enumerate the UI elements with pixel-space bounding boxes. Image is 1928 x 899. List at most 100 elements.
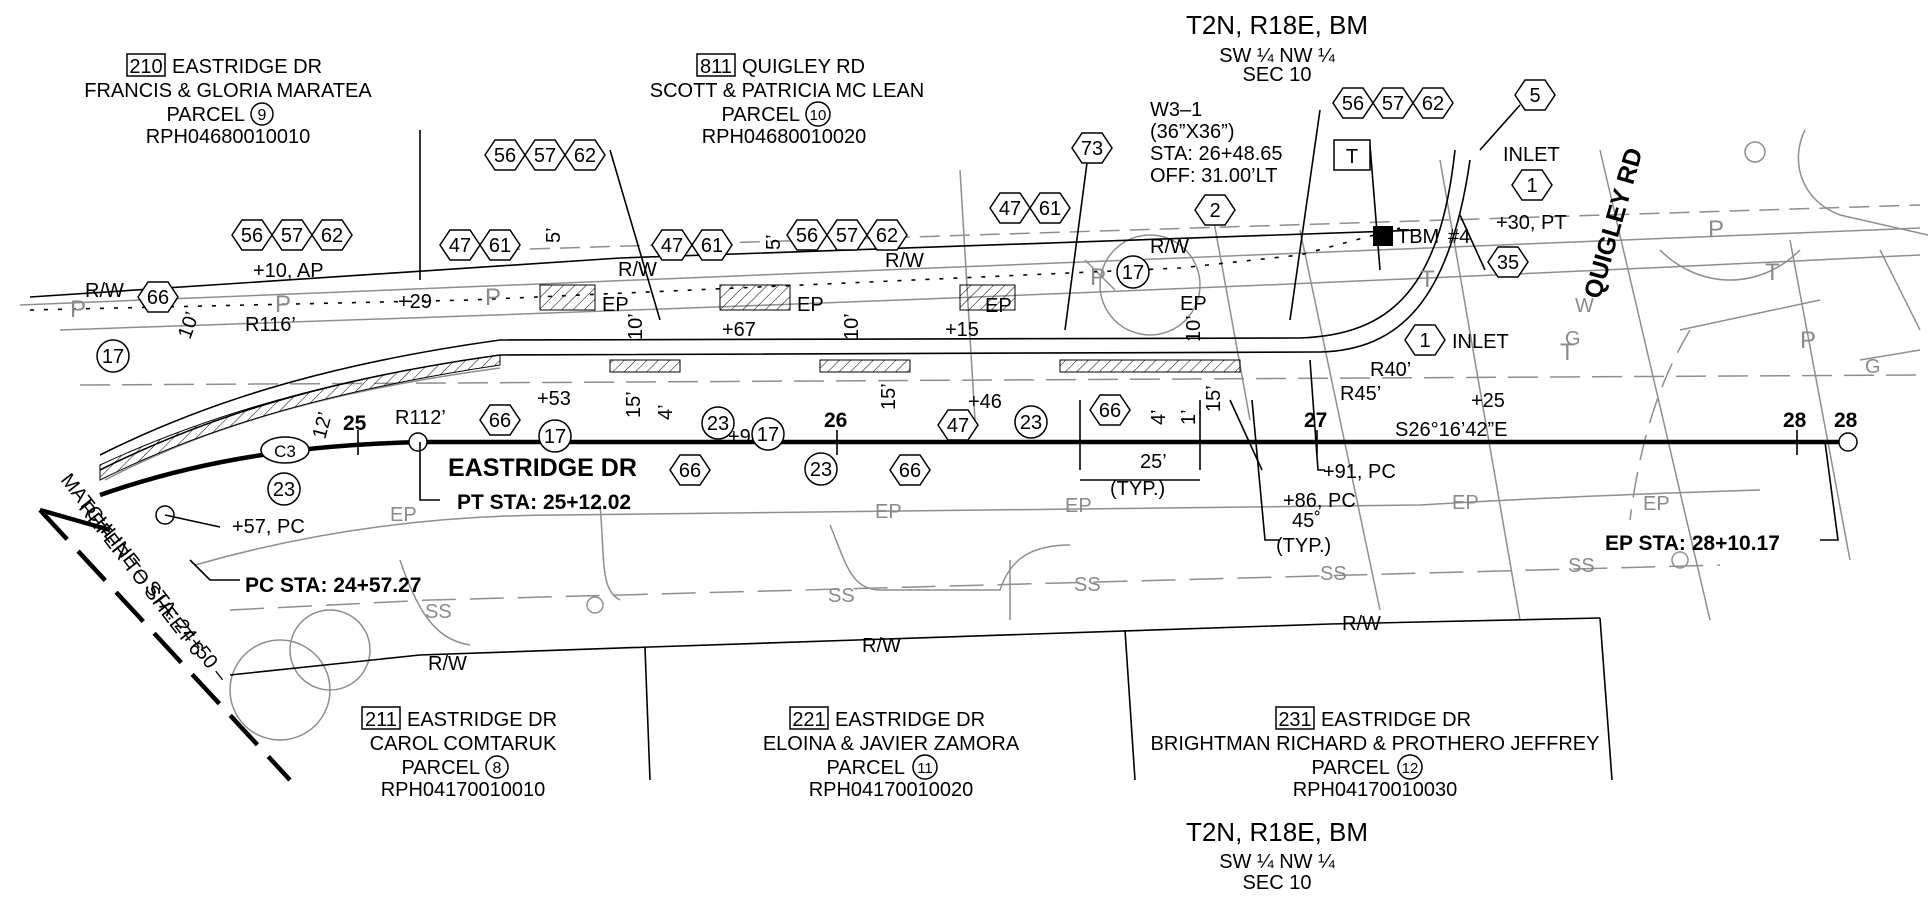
dim-12ft: 12’ <box>309 410 337 441</box>
callout-inlet-bottom: INLET <box>1452 331 1509 353</box>
sign-size: (36”X36”) <box>1150 121 1234 143</box>
parcel-label: PARCEL <box>721 104 800 126</box>
callout-plus30-pt: +30, PT <box>1496 212 1567 234</box>
station-28b: 28 <box>1834 409 1858 432</box>
matchline <box>38 508 292 782</box>
tag-group-56-57-62-mid: 56 57 62 <box>484 139 606 171</box>
tag-47-lower: 47 <box>947 415 969 437</box>
circle-tags: 17 17 17 17 23 23 23 23 <box>96 255 1150 506</box>
callout-typ: (TYP.) <box>1110 478 1165 500</box>
tag-62: 62 <box>876 225 898 247</box>
sidewalk-hatching <box>99 284 1241 481</box>
tag-61: 61 <box>1039 198 1061 220</box>
parcel-number: 12 <box>1402 760 1419 777</box>
tag-group-47-61-a: 47 61 <box>439 229 521 261</box>
keynote-tags: 56 57 62 56 57 62 56 57 62 56 57 <box>137 79 1556 486</box>
parcel-label: PARCEL <box>166 104 245 126</box>
township-bottom-line1: T2N, R18E, BM <box>1186 817 1368 847</box>
ss-label: SS <box>1074 574 1101 596</box>
tag-66-b: 66 <box>679 460 701 482</box>
tag-35: 35 <box>1497 252 1519 274</box>
station-26: 26 <box>824 409 847 432</box>
tag-2: 2 <box>1209 200 1220 222</box>
parcel-address-number: 211 <box>365 709 397 731</box>
p-label: P <box>70 296 86 323</box>
right-of-way-lines <box>29 229 1613 781</box>
parcel-8-block: 211 EASTRIDGE DR CAROL COMTARUK PARCEL 8… <box>361 706 557 801</box>
parcel-number: 10 <box>810 107 827 124</box>
parcel-rph: RPH04170010020 <box>809 779 974 801</box>
tag-47: 47 <box>999 198 1021 220</box>
callout-r116: R116’ <box>245 314 296 336</box>
parcel-10-block: 811 QUIGLEY RD SCOTT & PATRICIA MC LEAN … <box>650 53 924 148</box>
township-bottom-line3: SEC 10 <box>1243 872 1312 894</box>
dimension-leaders <box>164 104 1839 581</box>
callout-plus10-ap: +10, AP <box>253 260 324 282</box>
callout-25ft: 25’ <box>1140 451 1167 473</box>
sign-station: STA: 26+48.65 <box>1150 143 1283 165</box>
tag-23-d: 23 <box>1020 412 1042 434</box>
parcel-number: 8 <box>493 760 502 777</box>
ss-label: SS <box>1320 563 1347 585</box>
parcel-owner: BRIGHTMAN RICHARD & PROTHERO JEFFREY <box>1151 733 1600 755</box>
parcel-address-number: 811 <box>700 56 732 78</box>
parcel-address-street: QUIGLEY RD <box>742 56 865 78</box>
parcel-rph: RPH04680010020 <box>702 126 867 148</box>
callout-plus91-pc: +91, PC <box>1323 461 1396 483</box>
parcel-address-street: EASTRIDGE DR <box>835 709 985 731</box>
line-labels: R/W R/W R/W R/W R/W R/W R/W EP EP EP EP … <box>70 216 1881 675</box>
rw-label: R/W <box>1342 613 1381 635</box>
tag-23-c: 23 <box>810 459 832 481</box>
parcel-address-street: EASTRIDGE DR <box>1321 709 1471 731</box>
callout-t: T <box>1346 146 1358 168</box>
ep-label-existing: EP <box>1452 492 1479 514</box>
pt-station-label: PT STA: 25+12.02 <box>457 491 631 514</box>
parcel-12-block: 231 EASTRIDGE DR BRIGHTMAN RICHARD & PRO… <box>1151 706 1600 801</box>
proposed-curb-line <box>99 149 1471 481</box>
bearing-label: S26°16’42”E <box>1395 419 1508 441</box>
tag-57: 57 <box>281 225 303 247</box>
g-label: G <box>1565 328 1581 350</box>
t-label: T <box>1420 266 1435 293</box>
t-label: T <box>1765 259 1780 286</box>
dim-10ft-c: 10’ <box>1183 315 1205 342</box>
p-label: P <box>1708 216 1724 243</box>
parcel-label: PARCEL <box>826 757 905 779</box>
station-25: 25 <box>343 412 367 435</box>
rw-label: R/W <box>885 250 924 272</box>
parcel-number: 11 <box>917 760 933 777</box>
dim-1ft: 1’ <box>1178 409 1200 425</box>
parcel-rph: RPH04170010010 <box>381 779 546 801</box>
t-label: T <box>1560 339 1575 366</box>
tag-66-a: 66 <box>489 410 511 432</box>
ep-station-label: EP STA: 28+10.17 <box>1605 532 1780 555</box>
tag-47: 47 <box>661 235 683 257</box>
rw-label: R/W <box>618 259 657 281</box>
tag-66-c: 66 <box>899 460 921 482</box>
dim-15ft-a: 15’ <box>623 391 645 418</box>
tag-group-56-57-62-left: 56 57 62 <box>231 219 353 251</box>
sign-offset: OFF: 31.00’LT <box>1150 165 1277 187</box>
parcel-owner: FRANCIS & GLORIA MARATEA <box>84 80 372 102</box>
callout-typ2: (TYP.) <box>1276 535 1331 557</box>
parcel-address-number: 210 <box>129 56 162 78</box>
tag-66-d: 66 <box>1099 400 1121 422</box>
dim-10ft-d: 10’ <box>174 309 204 342</box>
dim-10ft-a: 10’ <box>625 313 647 340</box>
matchline-text-2: REFER TO SHEET 6 <box>74 498 208 660</box>
eastridge-road-label: EASTRIDGE DR <box>448 454 637 482</box>
p-label: P <box>1090 264 1106 291</box>
quigley-road-label: QUIGLEY RD <box>1579 145 1649 302</box>
tag-62: 62 <box>1422 93 1444 115</box>
ep-label: EP <box>1180 293 1207 315</box>
parcel-address-number: 221 <box>792 709 825 731</box>
tag-56: 56 <box>494 145 516 167</box>
tag-17-c: 17 <box>757 424 779 446</box>
parcel-owner: CAROL COMTARUK <box>370 733 557 755</box>
p-label: P <box>275 291 291 318</box>
tag-group-47-61-c: 47 61 <box>989 192 1071 224</box>
tag-62: 62 <box>574 145 596 167</box>
ep-label: EP <box>797 294 824 316</box>
tag-62: 62 <box>321 225 343 247</box>
